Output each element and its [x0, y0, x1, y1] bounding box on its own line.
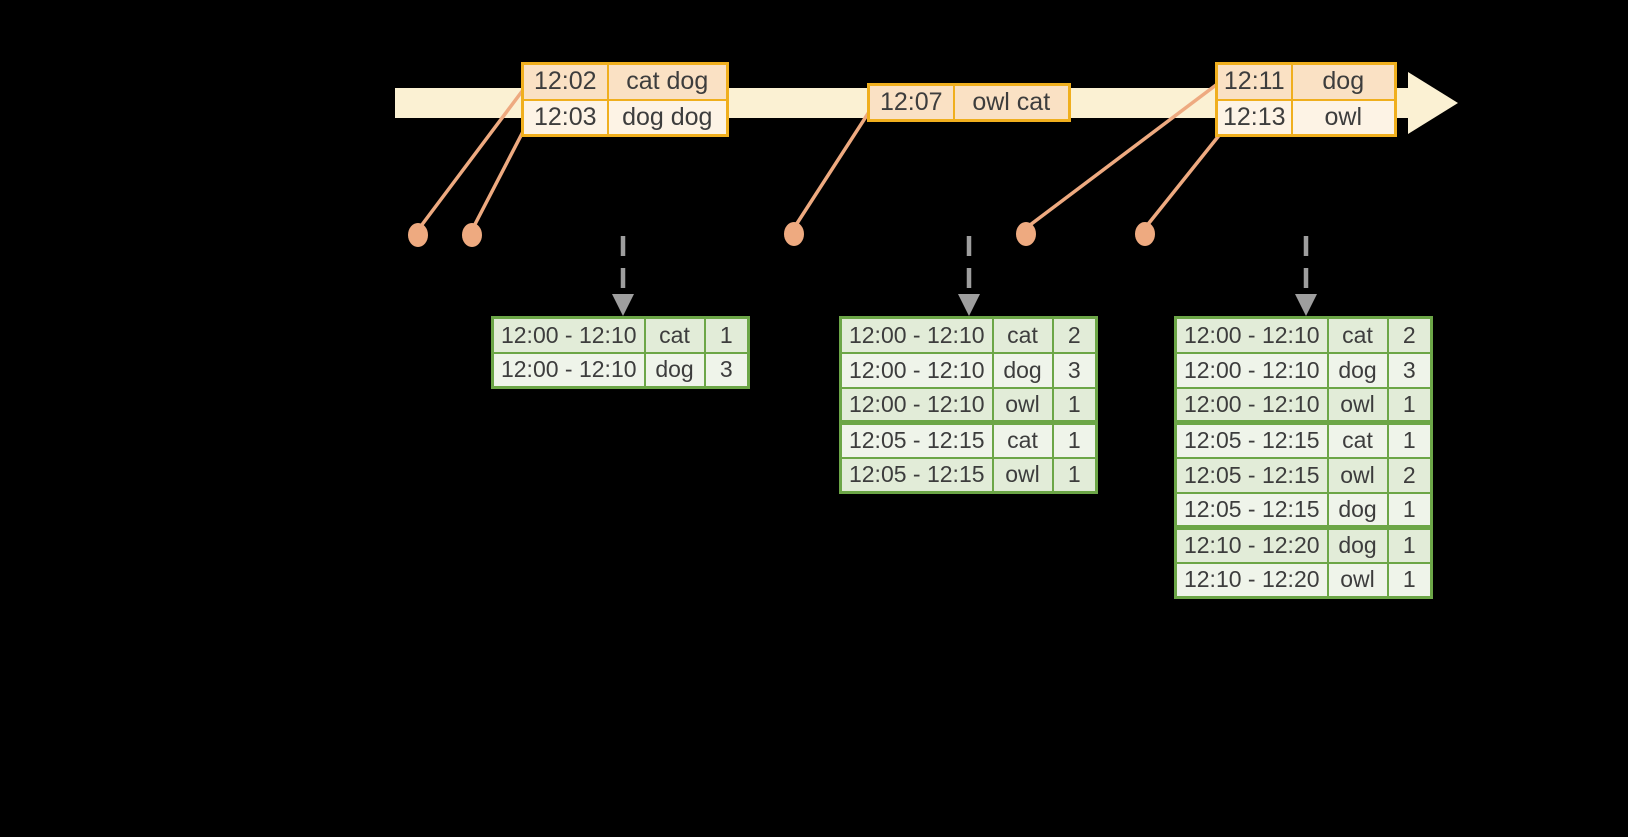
- event-line: [470, 121, 530, 231]
- dot-icon: [1016, 222, 1036, 246]
- event-markers: [408, 222, 1155, 247]
- arrowhead-icon: [958, 294, 980, 316]
- result-window-cell: 12:00 - 12:10: [1174, 351, 1329, 389]
- event-line: [1143, 131, 1223, 230]
- arrowhead-icon: [1295, 294, 1317, 316]
- result-window-cell: 12:05 - 12:15: [1174, 491, 1329, 529]
- result-count-cell: 2: [1051, 316, 1098, 354]
- result-window-cell: 12:00 - 12:10: [1174, 386, 1329, 424]
- dot-icon: [462, 223, 482, 247]
- result-word-cell: owl: [991, 456, 1054, 494]
- event-line: [792, 111, 871, 229]
- result-word-cell: dog: [991, 351, 1054, 389]
- event-time-cell: 12:03: [521, 98, 609, 137]
- result-count-cell: 3: [1386, 351, 1433, 389]
- result-count-cell: 3: [1051, 351, 1098, 389]
- result-count-cell: 1: [1051, 420, 1098, 459]
- result-count-cell: 1: [1386, 420, 1433, 459]
- event-words-cell: cat dog: [606, 62, 729, 101]
- result-window-cell: 12:00 - 12:10: [491, 351, 646, 389]
- result-window-cell: 12:05 - 12:15: [1174, 420, 1329, 459]
- event-time-cell: 12:02: [521, 62, 609, 101]
- dot-icon: [784, 222, 804, 246]
- result-window-cell: 12:00 - 12:10: [491, 316, 646, 354]
- event-words-cell: owl cat: [952, 83, 1071, 122]
- result-word-cell: dog: [643, 351, 706, 389]
- result-window-cell: 12:00 - 12:10: [1174, 316, 1329, 354]
- result-word-cell: cat: [1326, 420, 1389, 459]
- result-word-cell: owl: [1326, 456, 1389, 494]
- result-window-cell: 12:05 - 12:15: [1174, 456, 1329, 494]
- result-window-cell: 12:10 - 12:20: [1174, 561, 1329, 599]
- result-count-cell: 1: [1386, 386, 1433, 424]
- result-window-cell: 12:05 - 12:15: [839, 420, 994, 459]
- result-count-cell: 1: [703, 316, 750, 354]
- arrowhead-icon: [612, 294, 634, 316]
- result-window-cell: 12:05 - 12:15: [839, 456, 994, 494]
- result-word-cell: cat: [1326, 316, 1389, 354]
- trigger-arrowheads: [612, 294, 1317, 316]
- result-window-cell: 12:00 - 12:10: [839, 386, 994, 424]
- result-count-cell: 2: [1386, 316, 1433, 354]
- result-word-cell: dog: [1326, 351, 1389, 389]
- result-word-cell: dog: [1326, 491, 1389, 529]
- result-window-cell: 12:10 - 12:20: [1174, 525, 1329, 564]
- result-count-cell: 1: [1051, 386, 1098, 424]
- result-count-cell: 1: [1386, 561, 1433, 599]
- result-word-cell: owl: [1326, 386, 1389, 424]
- event-time-cell: 12:11: [1215, 62, 1293, 101]
- result-word-cell: cat: [991, 316, 1054, 354]
- result-count-cell: 3: [703, 351, 750, 389]
- event-time-cell: 12:07: [867, 83, 955, 122]
- dot-icon: [1135, 222, 1155, 246]
- event-words-cell: owl: [1290, 98, 1397, 137]
- event-words-cell: dog dog: [606, 98, 729, 137]
- event-time-cell: 12:13: [1215, 98, 1293, 137]
- event-line: [416, 88, 525, 232]
- event-line: [1024, 83, 1218, 230]
- result-word-cell: cat: [643, 316, 706, 354]
- trigger-arrows: [620, 236, 1309, 296]
- result-count-cell: 2: [1386, 456, 1433, 494]
- result-word-cell: cat: [991, 420, 1054, 459]
- dot-icon: [408, 223, 428, 247]
- result-window-cell: 12:00 - 12:10: [839, 351, 994, 389]
- result-word-cell: owl: [1326, 561, 1389, 599]
- result-count-cell: 1: [1051, 456, 1098, 494]
- result-word-cell: dog: [1326, 525, 1389, 564]
- arrow-right-icon: [1408, 72, 1458, 134]
- event-pointer-lines: [416, 83, 1223, 232]
- result-count-cell: 1: [1386, 491, 1433, 529]
- result-word-cell: owl: [991, 386, 1054, 424]
- result-count-cell: 1: [1386, 525, 1433, 564]
- event-words-cell: dog: [1290, 62, 1397, 101]
- result-window-cell: 12:00 - 12:10: [839, 316, 994, 354]
